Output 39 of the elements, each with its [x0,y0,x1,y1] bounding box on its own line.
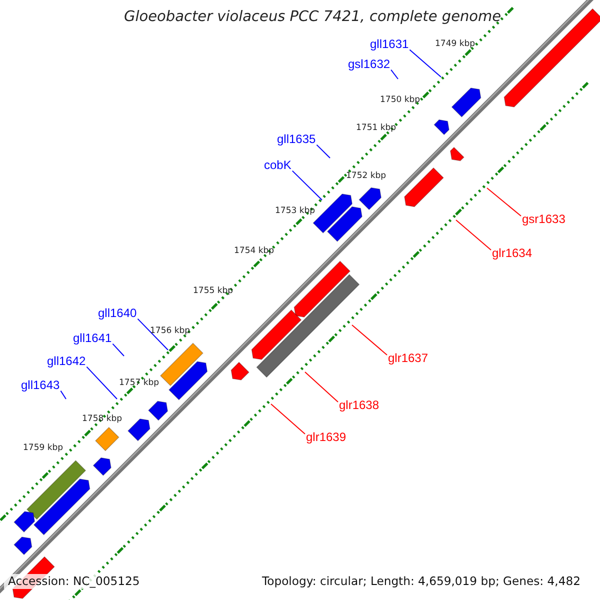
summary-text: Topology: circular; Length: 4,659,019 bp; Genes: 4,482 [262,575,580,588]
gene-label: glr1634 [492,247,532,261]
gene-label: glr1639 [306,431,346,445]
tick-label: 1749 kbp [435,40,476,50]
gene-label: gll1642 [47,355,86,369]
gene-label: gsl1632 [348,58,390,72]
tick-label: 1756 kbp [150,327,190,337]
leader-line [292,170,322,200]
leader-line [304,372,338,402]
gene-label: gll1641 [73,332,112,346]
leader-line [456,220,492,250]
gene-label: glr1638 [339,399,380,413]
leader-line [409,49,442,78]
gene-label: gsr1633 [522,213,566,227]
tick-label: 1750 kbp [380,96,420,106]
tick-label: 1752 kbp [346,172,386,182]
leader-line [60,390,66,400]
title: Gloeobacter violaceus PCC 7421, complete genome [124,9,502,26]
leader-line [352,324,388,356]
leader-line [86,366,118,400]
tick-label: 1757 kbp [119,379,160,389]
tick-label: 1758 kbp [82,415,122,425]
tick-label: 1751 kbp [356,124,396,134]
gene-label: gll1631 [370,38,409,52]
leader-line [316,144,330,158]
leader-line [270,404,306,434]
leader-line [112,343,124,356]
gene-label: cobK [264,159,292,173]
tick-label: 1753 kbp [275,207,316,217]
gene-label: gll1643 [21,379,60,393]
gene-label: gll1635 [277,133,316,147]
gene-label: glr1637 [388,352,428,366]
leader-line [137,318,168,350]
leader-line [390,69,398,80]
tick-label: 1759 kbp [23,444,64,454]
leader-line [486,188,522,216]
gene-label: gll1640 [98,307,137,321]
tick-label: 1754 kbp [234,247,274,257]
tick-label: 1755 kbp [193,287,234,297]
